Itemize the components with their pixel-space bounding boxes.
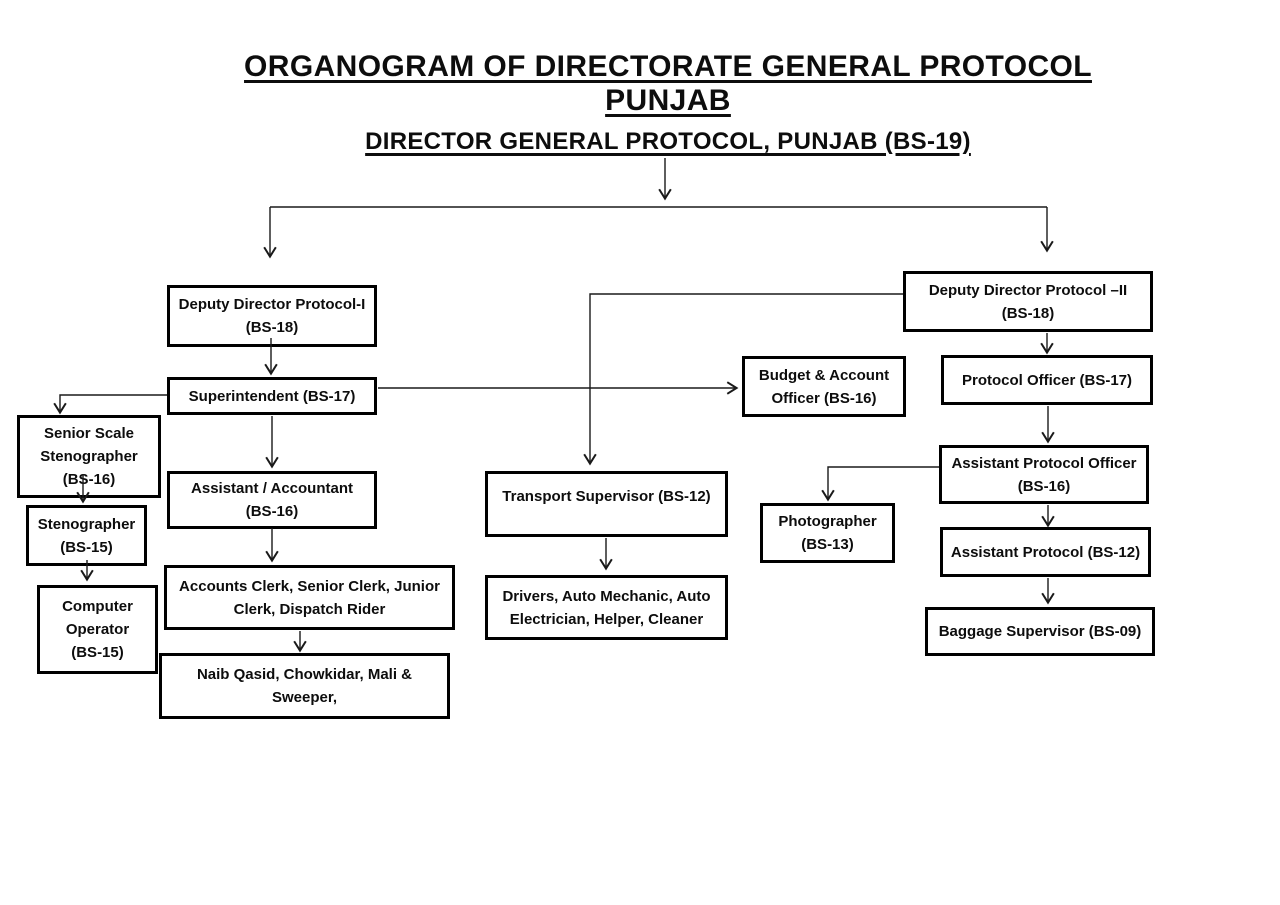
node-label-line: Assistant Protocol (BS-12) [950,543,1141,561]
node-label-line: Superintendent (BS-17) [188,387,356,405]
node-naib-qasid: Naib Qasid, Chowkidar, Mali & Sweeper, [159,653,450,719]
page-subtitle: DIRECTOR GENERAL PROTOCOL, PUNJAB (BS-19… [365,128,971,155]
node-label-line: Naib Qasid, Chowkidar, Mali & [196,666,413,683]
node-label-line: (BS-15) [71,644,124,661]
node-label-line: Computer [62,598,133,615]
connector-superintendent-to-senior-scale-steno [53,394,167,415]
node-label-line: (BS-16) [1017,477,1071,495]
node-label-line: Protocol Officer (BS-17) [961,371,1133,389]
node-label-line: Accounts Clerk, Senior Clerk, Junior [179,577,440,595]
node-label-line: (BS-16) [245,503,299,520]
page-title: ORGANOGRAM OF DIRECTORATE GENERAL PROTOC… [244,50,1092,117]
node-label-line: Sweeper, [271,689,338,706]
node-label-line: (BS-18) [1001,304,1055,322]
node-deputy-director-protocol-1: Deputy Director Protocol-I (BS-18) [167,285,377,347]
node-label-line: Baggage Supervisor (BS-09) [938,623,1142,640]
node-label-line: Stenographer [37,515,136,533]
node-label-line: (BS-13) [801,536,854,553]
node-label-line: Deputy Director Protocol –II [928,281,1128,299]
node-label-line: Operator [65,621,130,638]
connector-apo-to-photographer [821,466,939,502]
node-assistant-accountant: Assistant / Accountant (BS-16) [167,471,377,529]
node-protocol-officer: Protocol Officer (BS-17) [941,355,1153,405]
node-label-line: Transport Supervisor (BS-12) [502,488,711,505]
node-label-line: Electrician, Helper, Cleaner [509,610,704,628]
node-label-line: Senior Scale [43,425,135,442]
node-baggage-supervisor: Baggage Supervisor (BS-09) [925,607,1155,656]
node-assistant-protocol-officer: Assistant Protocol Officer (BS-16) [939,445,1149,504]
node-label-line: Officer (BS-16) [771,389,877,407]
node-label-line: Assistant / Accountant [191,480,353,497]
node-label-line: Stenographer [40,448,138,465]
node-label-line: (BS-18) [245,319,299,336]
node-superintendent: Superintendent (BS-17) [167,377,377,415]
node-label-line: Budget & Account [758,366,890,384]
node-stenographer: Stenographer (BS-15) [26,505,147,566]
node-deputy-director-protocol-2: Deputy Director Protocol –II (BS-18) [903,271,1153,332]
node-label-line: (BS-16) [62,471,116,488]
node-label-line: Deputy Director Protocol-I [178,296,366,313]
node-assistant-protocol: Assistant Protocol (BS-12) [940,527,1151,577]
node-label-line: Photographer [778,513,877,530]
node-transport-supervisor: Transport Supervisor (BS-12) [485,471,728,537]
node-label-line: (BS-15) [60,538,113,556]
node-label-line: Assistant Protocol Officer [951,454,1137,472]
node-label-line: Clerk, Dispatch Rider [233,600,386,618]
node-photographer: Photographer (BS-13) [760,503,895,563]
node-label-line: Drivers, Auto Mechanic, Auto [502,587,711,605]
